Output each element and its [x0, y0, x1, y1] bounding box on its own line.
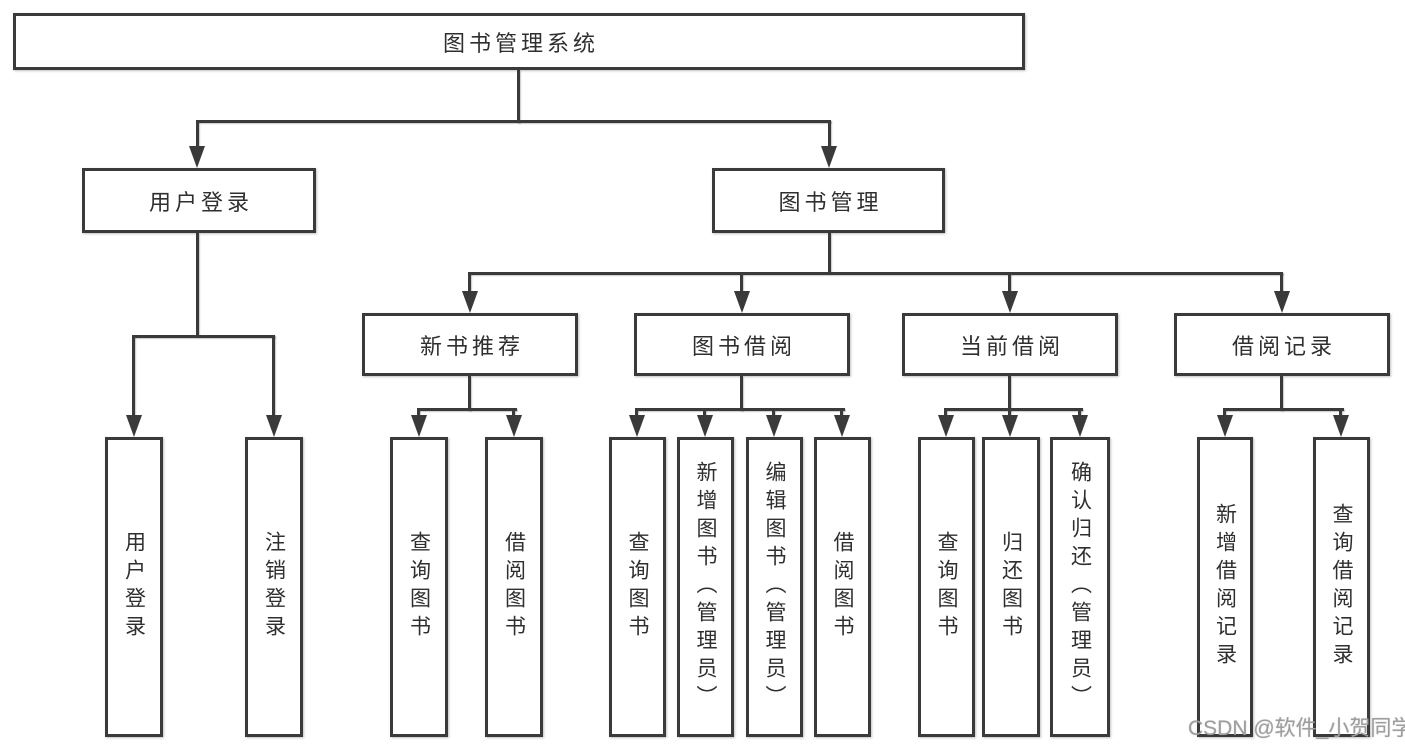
node-borrow-records: 借阅记录 — [1174, 313, 1390, 376]
connector-line — [197, 120, 831, 123]
node-user-login-label: 用户登录 — [148, 189, 253, 215]
connector-line — [1223, 408, 1344, 411]
connector-line — [944, 408, 947, 420]
leaf-bb-borrow-books-label: 借阅图书 — [831, 531, 854, 643]
arrowhead-down — [1072, 415, 1088, 437]
arrowhead-down — [1217, 415, 1233, 437]
connector-line — [772, 408, 775, 420]
arrowhead-down — [734, 291, 750, 313]
leaf-bb-edit-books-admin-label: 编辑图书（管理员） — [763, 461, 786, 713]
connector-line — [1008, 272, 1011, 296]
leaf-cb-query-books: 查询图书 — [918, 437, 975, 737]
connector-line — [417, 408, 420, 420]
connector-line — [417, 408, 517, 411]
leaf-br-query-record-label: 查询借阅记录 — [1330, 503, 1353, 671]
arrowhead-down — [938, 415, 954, 437]
leaf-logout-label: 注销登录 — [262, 531, 286, 643]
arrowhead-down — [697, 415, 713, 437]
connector-line — [635, 408, 845, 411]
connector-line — [703, 408, 706, 420]
leaf-nbr-query-books: 查询图书 — [390, 437, 448, 737]
connector-line — [1339, 408, 1342, 420]
leaf-bb-query-books-label: 查询图书 — [626, 531, 649, 643]
connector-line — [196, 120, 199, 152]
connector-line — [1280, 376, 1283, 411]
node-current-borrow: 当前借阅 — [902, 313, 1118, 376]
arrowhead-down — [766, 415, 782, 437]
connector-line — [1280, 272, 1283, 296]
arrowhead-down — [506, 415, 522, 437]
leaf-cb-confirm-return-admin-label: 确认归还（管理员） — [1068, 461, 1092, 713]
leaf-logout: 注销登录 — [245, 437, 303, 737]
connector-line — [468, 272, 1283, 275]
arrowhead-down — [266, 415, 282, 437]
arrowhead-down — [834, 415, 850, 437]
node-book-management-label: 图书管理 — [778, 189, 883, 215]
connector-line — [1008, 376, 1011, 411]
node-current-borrow-label: 当前借阅 — [959, 333, 1064, 359]
arrowhead-down — [126, 415, 142, 437]
arrowhead-down — [189, 146, 205, 168]
connector-line — [196, 233, 199, 337]
leaf-bb-query-books: 查询图书 — [609, 437, 666, 737]
leaf-bb-add-books-admin: 新增图书（管理员） — [677, 437, 734, 737]
leaf-br-query-record: 查询借阅记录 — [1313, 437, 1370, 737]
leaf-cb-confirm-return-admin: 确认归还（管理员） — [1050, 437, 1110, 737]
leaf-nbr-query-books-label: 查询图书 — [407, 531, 431, 643]
leaf-cb-return-books-label: 归还图书 — [999, 531, 1023, 643]
node-root-label: 图书管理系统 — [442, 30, 599, 56]
node-book-borrow-label: 图书借阅 — [691, 333, 796, 359]
arrowhead-down — [411, 415, 427, 437]
node-new-book-recommend-label: 新书推荐 — [419, 333, 524, 359]
connector-line — [635, 408, 638, 420]
connector-line — [132, 335, 135, 417]
connector-line — [512, 408, 515, 420]
connector-line — [828, 233, 831, 274]
leaf-br-add-record-label: 新增借阅记录 — [1213, 503, 1237, 671]
node-root: 图书管理系统 — [13, 13, 1025, 70]
node-new-book-recommend: 新书推荐 — [362, 313, 578, 376]
leaf-user-login-label: 用户登录 — [122, 531, 146, 643]
arrowhead-down — [1002, 415, 1018, 437]
leaf-bb-edit-books-admin: 编辑图书（管理员） — [746, 437, 803, 737]
connector-line — [1078, 408, 1081, 420]
connector-line — [740, 272, 743, 296]
leaf-br-add-record: 新增借阅记录 — [1197, 437, 1253, 737]
connector-line — [828, 120, 831, 152]
arrowhead-down — [1333, 415, 1349, 437]
connector-line — [468, 376, 471, 411]
csdn-watermark: CSDN @软件_小贺同学 — [1188, 717, 1405, 740]
connector-line — [132, 335, 275, 338]
node-user-login: 用户登录 — [82, 168, 316, 233]
leaf-nbr-borrow-books: 借阅图书 — [485, 437, 543, 737]
node-book-management: 图书管理 — [712, 168, 945, 233]
arrowhead-down — [1274, 291, 1290, 313]
connector-line — [1223, 408, 1226, 420]
connector-line — [272, 335, 275, 417]
connector-line — [1008, 408, 1011, 420]
arrowhead-down — [462, 291, 478, 313]
leaf-bb-add-books-admin-label: 新增图书（管理员） — [694, 461, 717, 713]
connector-line — [944, 408, 1083, 411]
connector-line — [468, 272, 471, 296]
arrowhead-down — [629, 415, 645, 437]
arrowhead-down — [1002, 291, 1018, 313]
leaf-cb-query-books-label: 查询图书 — [935, 531, 958, 643]
node-book-borrow: 图书借阅 — [634, 313, 850, 376]
connector-line — [740, 376, 743, 411]
leaf-nbr-borrow-books-label: 借阅图书 — [502, 531, 526, 643]
arrowhead-down — [821, 146, 837, 168]
leaf-user-login: 用户登录 — [105, 437, 163, 737]
leaf-cb-return-books: 归还图书 — [982, 437, 1040, 737]
node-borrow-records-label: 借阅记录 — [1231, 333, 1336, 359]
connector-line — [840, 408, 843, 420]
leaf-bb-borrow-books: 借阅图书 — [814, 437, 871, 737]
connector-line — [517, 70, 520, 123]
